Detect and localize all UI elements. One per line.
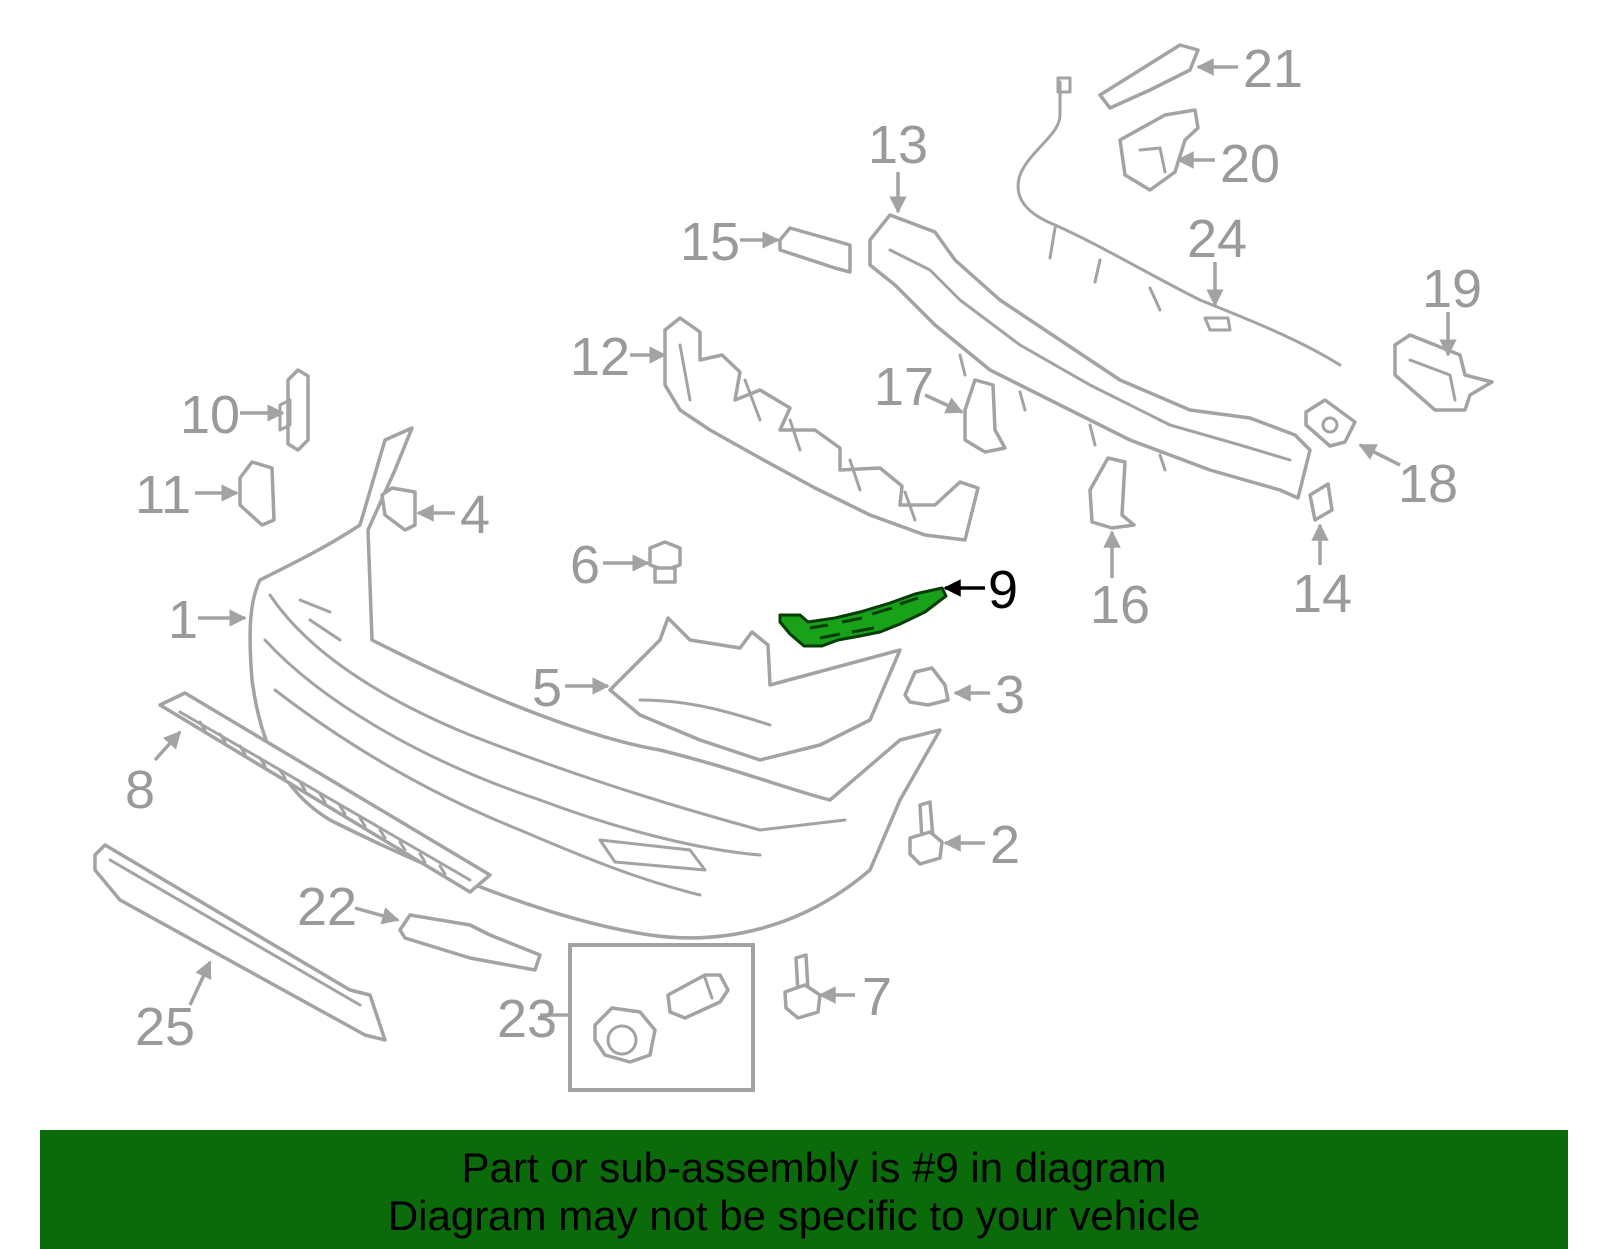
part-14-plate bbox=[1308, 482, 1334, 522]
part-6-bolt bbox=[648, 540, 682, 584]
callout-23: 23 bbox=[497, 989, 557, 1049]
part-19-bracket bbox=[1393, 333, 1494, 412]
callout-1: 1 bbox=[168, 590, 198, 650]
callout-25: 25 bbox=[135, 997, 195, 1057]
callout-20: 20 bbox=[1220, 134, 1280, 194]
callout-19: 19 bbox=[1422, 259, 1482, 319]
callout-16: 16 bbox=[1090, 575, 1150, 635]
callout-6: 6 bbox=[570, 535, 600, 595]
part-7-bolt bbox=[783, 953, 822, 1020]
callout-labels: 1 2 3 4 5 6 7 8 9 10 11 12 13 14 15 16 1… bbox=[125, 39, 1482, 1057]
part-12-energy-absorber bbox=[663, 316, 980, 542]
parts-diagram: 1 2 3 4 5 6 7 8 9 10 11 12 13 14 15 16 1… bbox=[93, 39, 1494, 1092]
part-17-bracket bbox=[963, 378, 1007, 454]
part-11-clip bbox=[238, 460, 276, 527]
callout-10: 10 bbox=[180, 385, 240, 445]
part-25-lower-trim bbox=[93, 843, 387, 1042]
callout-14: 14 bbox=[1292, 564, 1352, 624]
part-5-corner-bracket bbox=[608, 616, 902, 762]
callout-24: 24 bbox=[1187, 209, 1247, 269]
callout-12: 12 bbox=[570, 327, 630, 387]
part-21-clip bbox=[1098, 43, 1200, 110]
callout-22: 22 bbox=[297, 877, 357, 937]
callout-15: 15 bbox=[680, 212, 740, 272]
callout-7: 7 bbox=[862, 967, 892, 1027]
callout-9: 9 bbox=[988, 560, 1018, 620]
part-16-bracket bbox=[1088, 456, 1136, 530]
callout-2: 2 bbox=[990, 815, 1020, 875]
callout-11: 11 bbox=[135, 465, 191, 525]
part-10-bracket bbox=[278, 368, 310, 452]
banner-line-disclaimer: Diagram may not be specific to your vehi… bbox=[387, 1192, 1201, 1239]
callout-5: 5 bbox=[532, 658, 562, 718]
callout-3: 3 bbox=[995, 665, 1025, 725]
part-3-clip bbox=[903, 666, 950, 707]
part-4-clip bbox=[380, 486, 417, 532]
part-1-bumper-cover bbox=[248, 426, 942, 940]
callout-4: 4 bbox=[460, 485, 490, 545]
part-24-wiring-harness bbox=[1016, 76, 1342, 367]
callout-17: 17 bbox=[874, 357, 934, 417]
part-8-step-plate bbox=[158, 691, 492, 894]
leader-lines bbox=[153, 58, 1457, 1017]
part-20-bracket bbox=[1118, 108, 1200, 192]
callout-18: 18 bbox=[1398, 454, 1458, 514]
part-2-bolt bbox=[908, 800, 944, 866]
part-15-bracket bbox=[778, 226, 852, 274]
part-22-reflector bbox=[398, 913, 542, 972]
part-9-highlighted-bracket bbox=[778, 586, 948, 648]
callout-13: 13 bbox=[868, 115, 928, 175]
info-banner: Part or sub-assembly is #9 in diagram Di… bbox=[40, 1130, 1568, 1249]
callout-21: 21 bbox=[1243, 39, 1303, 99]
banner-line-part: Part or sub-assembly is #9 in diagram bbox=[461, 1144, 1167, 1191]
part-13-reinforcement bbox=[868, 213, 1312, 500]
part-18-clip bbox=[1304, 398, 1357, 448]
callout-8: 8 bbox=[125, 760, 155, 820]
part-23-sensor-inset bbox=[568, 943, 755, 1092]
